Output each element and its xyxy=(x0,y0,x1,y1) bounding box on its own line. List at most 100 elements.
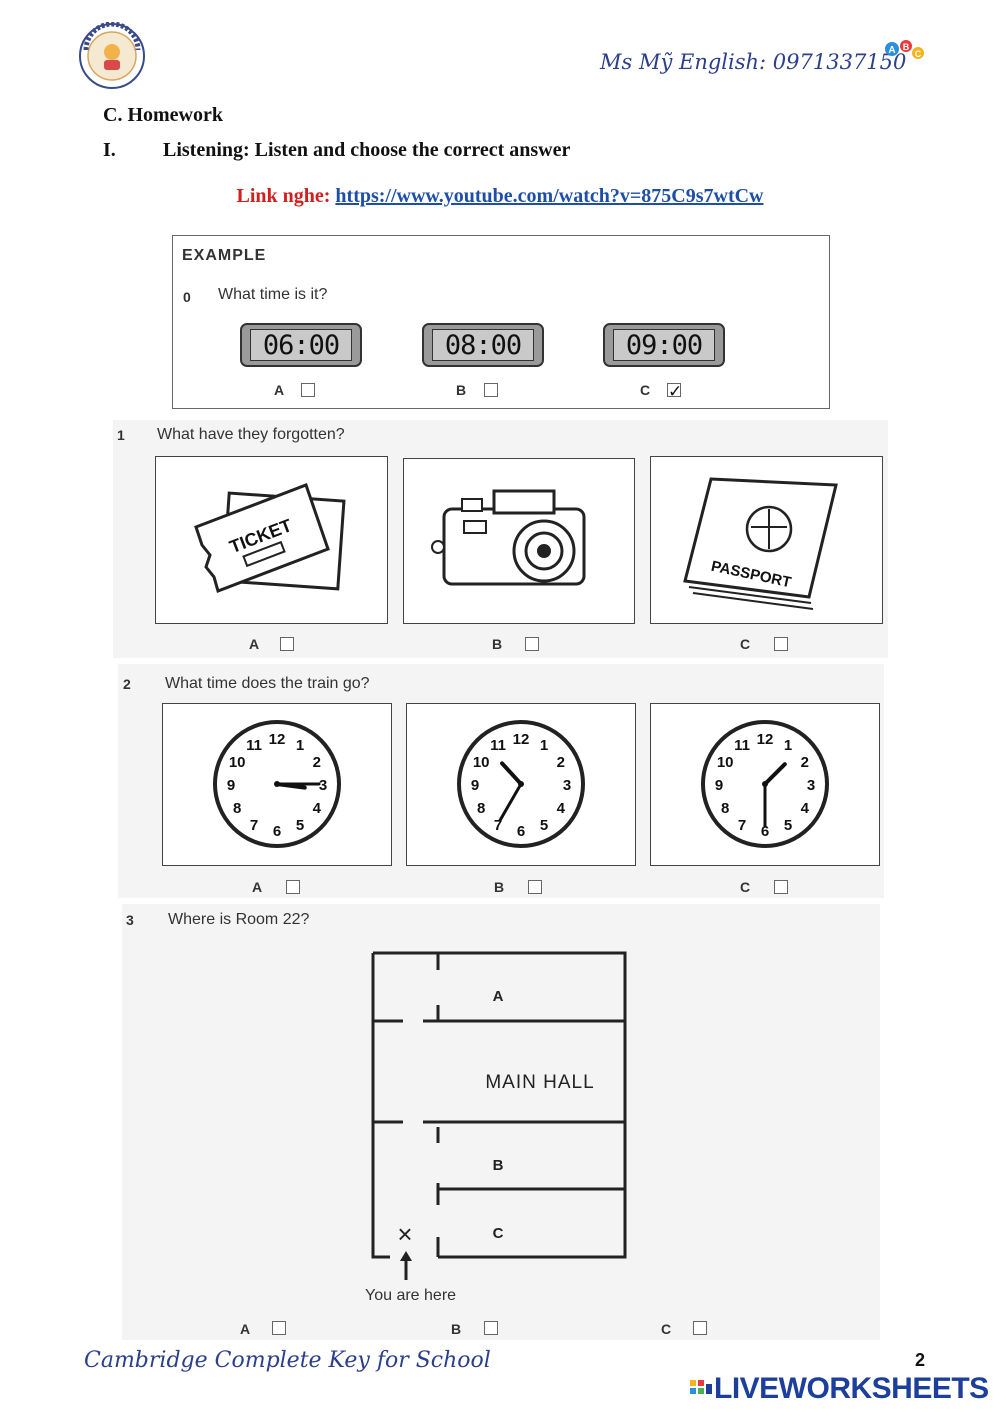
q3-option-a-checkbox[interactable] xyxy=(272,1321,286,1335)
clock-number: 11 xyxy=(246,737,262,754)
clock-number: 5 xyxy=(784,817,792,834)
clock-center xyxy=(762,781,768,787)
svg-text:C: C xyxy=(915,49,922,59)
question-2-text: What time does the train go? xyxy=(165,675,370,692)
clock-number: 2 xyxy=(313,754,321,771)
clock-number: 10 xyxy=(717,754,734,771)
clock-number: 4 xyxy=(801,800,810,817)
hour-hand xyxy=(500,761,523,786)
svg-text:B: B xyxy=(903,42,910,52)
floor-plan: A MAIN HALL B C × xyxy=(360,945,640,1265)
q1-option-c-label: C xyxy=(740,636,751,652)
abc-blocks-icon: A B C xyxy=(884,40,928,70)
q2-option-a-checkbox[interactable] xyxy=(286,880,300,894)
passport-icon: PASSPORT xyxy=(650,456,883,624)
example-option-c-label: C xyxy=(640,382,651,398)
q1-option-a-checkbox[interactable] xyxy=(280,637,294,651)
teacher-contact: Ms Mỹ English: 0971337150 xyxy=(600,50,907,74)
q2-option-a-label: A xyxy=(252,879,263,895)
example-box xyxy=(172,235,830,409)
question-1-text: What have they forgotten? xyxy=(157,426,345,443)
q3-option-b-checkbox[interactable] xyxy=(484,1321,498,1335)
clock-number: 7 xyxy=(494,817,502,834)
example-option-c-checkbox[interactable]: ✓ xyxy=(667,383,682,400)
clock-number: 9 xyxy=(715,777,723,794)
q2-option-b-label: B xyxy=(494,879,505,895)
question-2-number: 2 xyxy=(123,676,131,692)
question-3-number: 3 xyxy=(126,912,134,928)
camera-icon xyxy=(403,458,635,624)
example-option-a-label: A xyxy=(274,382,285,398)
example-number: 0 xyxy=(183,289,191,305)
minute-hand xyxy=(498,782,523,822)
example-heading: EXAMPLE xyxy=(182,247,267,264)
clock-number: 6 xyxy=(517,823,525,840)
link-label: Link nghe: xyxy=(236,185,331,207)
q3-option-c-checkbox[interactable] xyxy=(693,1321,707,1335)
clock-number: 1 xyxy=(296,737,304,754)
q1-option-b-label: B xyxy=(492,636,503,652)
clock-number: 11 xyxy=(490,737,506,754)
example-option-b-label: B xyxy=(456,382,467,398)
clock-number: 2 xyxy=(801,754,809,771)
q3-option-b-label: B xyxy=(451,1321,462,1337)
checkmark-icon: ✓ xyxy=(668,382,683,401)
q1-option-a-label: A xyxy=(249,636,260,652)
book-title: Cambridge Complete Key for School xyxy=(84,1348,491,1373)
clock-number: 10 xyxy=(473,754,490,771)
listening-link-row: Link nghe: https://www.youtube.com/watch… xyxy=(0,185,1000,208)
clock-number: 11 xyxy=(734,737,750,754)
example-option-b-checkbox[interactable] xyxy=(484,383,498,397)
room-c-label: C xyxy=(493,1225,504,1242)
clock-number: 7 xyxy=(738,817,746,834)
clock-number: 10 xyxy=(229,754,246,771)
digital-clock-a: 06:00 xyxy=(240,323,362,367)
hour-hand xyxy=(763,762,787,786)
room-a-label: A xyxy=(493,988,504,1005)
clock-number: 8 xyxy=(233,800,241,817)
q3-option-c-label: C xyxy=(661,1321,672,1337)
clock-center xyxy=(274,781,280,787)
room-b-label: B xyxy=(493,1157,504,1174)
liveworksheets-icon xyxy=(690,1374,714,1396)
clock-number: 4 xyxy=(313,800,322,817)
clock-number: 8 xyxy=(477,800,485,817)
example-question: What time is it? xyxy=(218,286,328,303)
svg-text:A: A xyxy=(888,45,895,56)
position-marker: × xyxy=(397,1219,412,1249)
clock-number: 9 xyxy=(471,777,479,794)
subsection-number: I. xyxy=(103,139,116,161)
q1-option-c-checkbox[interactable] xyxy=(774,637,788,651)
clock-number: 12 xyxy=(757,731,774,748)
clock-number: 1 xyxy=(540,737,548,754)
question-1-number: 1 xyxy=(117,427,125,443)
q2-option-b-checkbox[interactable] xyxy=(528,880,542,894)
clock-number: 5 xyxy=(540,817,548,834)
clock-number: 4 xyxy=(557,800,566,817)
clock-center xyxy=(518,781,524,787)
question-3-text: Where is Room 22? xyxy=(168,911,310,928)
clock-number: 3 xyxy=(319,777,327,794)
q1-option-b-checkbox[interactable] xyxy=(525,637,539,651)
school-logo xyxy=(76,21,148,90)
page-number: 2 xyxy=(915,1350,926,1370)
liveworksheets-text: LIVEWORKSHEETS xyxy=(714,1372,989,1405)
clock-number: 5 xyxy=(296,817,304,834)
q3-option-a-label: A xyxy=(240,1321,251,1337)
q2-option-c-checkbox[interactable] xyxy=(774,880,788,894)
main-hall-label: MAIN HALL xyxy=(485,1072,594,1093)
ticket-icon: TICKET xyxy=(155,456,388,624)
clock-number: 9 xyxy=(227,777,235,794)
digital-clock-b: 08:00 xyxy=(422,323,544,367)
clock-number: 1 xyxy=(784,737,792,754)
clock-number: 3 xyxy=(807,777,815,794)
example-option-a-checkbox[interactable] xyxy=(301,383,315,397)
arrow-up-icon xyxy=(398,1251,414,1281)
digital-clock-c: 09:00 xyxy=(603,323,725,367)
youtube-link[interactable]: https://www.youtube.com/watch?v=875C9s7w… xyxy=(335,185,764,207)
clock-number: 2 xyxy=(557,754,565,771)
